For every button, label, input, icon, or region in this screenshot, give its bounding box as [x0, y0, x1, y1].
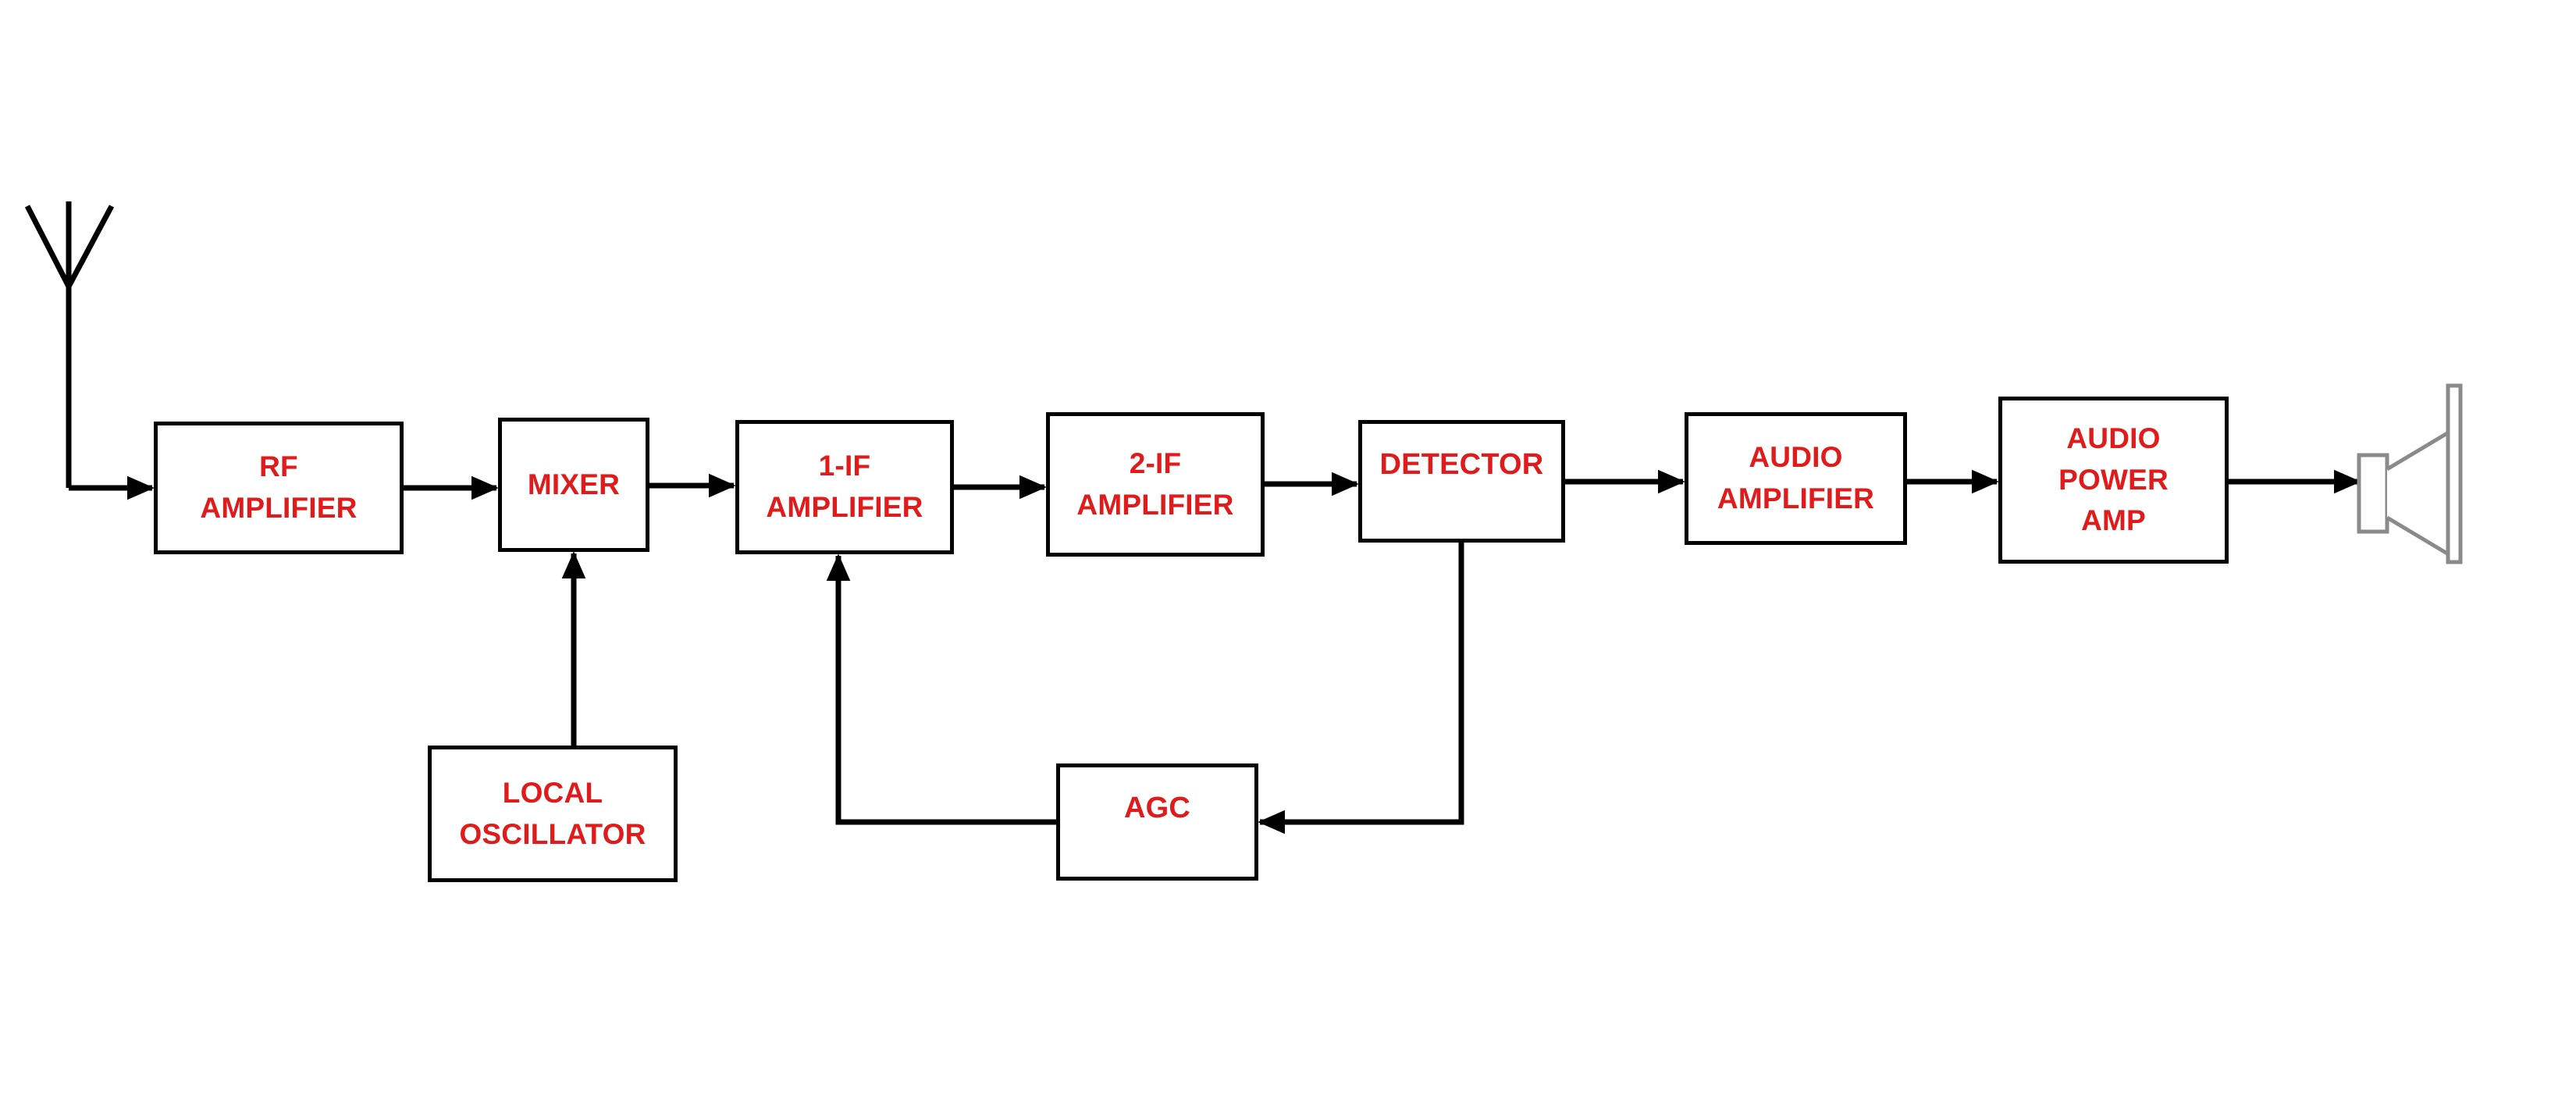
- block-label-line: AMPLIFIER: [200, 492, 358, 524]
- wire-detector-to-agc: [1258, 543, 1464, 835]
- block-label-line: AMP: [2081, 504, 2146, 537]
- block-label-line: 2-IF: [1129, 447, 1182, 479]
- block-label-line: AMPLIFIER: [1717, 482, 1875, 514]
- block-agc[interactable]: AGC: [1056, 763, 1258, 881]
- antenna-icon: [24, 201, 115, 488]
- block-label-line: MIXER: [527, 468, 621, 500]
- block-audio-power-amp[interactable]: AUDIO POWER AMP: [1998, 397, 2229, 564]
- block-label-line: 1-IF: [818, 450, 871, 482]
- block-second-if-amplifier[interactable]: 2-IF AMPLIFIER: [1046, 412, 1265, 557]
- block-label-line: LOCAL: [502, 776, 603, 809]
- block-label-line: OSCILLATOR: [459, 817, 646, 850]
- block-label-line: POWER: [2058, 463, 2169, 496]
- block-label-line: AGC: [1123, 792, 1191, 824]
- block-label-line: AMPLIFIER: [766, 491, 923, 523]
- block-label-line: RF: [259, 450, 298, 483]
- block-first-if-amplifier[interactable]: 1-IF AMPLIFIER: [735, 420, 954, 554]
- block-label-line: AUDIO: [2066, 422, 2161, 455]
- block-local-oscillator[interactable]: LOCAL OSCILLATOR: [428, 746, 678, 882]
- block-rf-amplifier[interactable]: RF AMPLIFIER: [154, 422, 404, 554]
- block-label-line: DETECTOR: [1379, 448, 1544, 481]
- block-audio-amplifier[interactable]: AUDIO AMPLIFIER: [1685, 412, 1907, 545]
- wire-agc-to-first-if-amplifier: [826, 553, 1056, 825]
- block-detector[interactable]: DETECTOR: [1358, 420, 1565, 543]
- block-label-line: AMPLIFIER: [1076, 488, 1234, 521]
- loudspeaker-icon: [2357, 383, 2463, 564]
- block-label-line: AUDIO: [1749, 441, 1843, 474]
- block-mixer[interactable]: MIXER: [498, 418, 649, 552]
